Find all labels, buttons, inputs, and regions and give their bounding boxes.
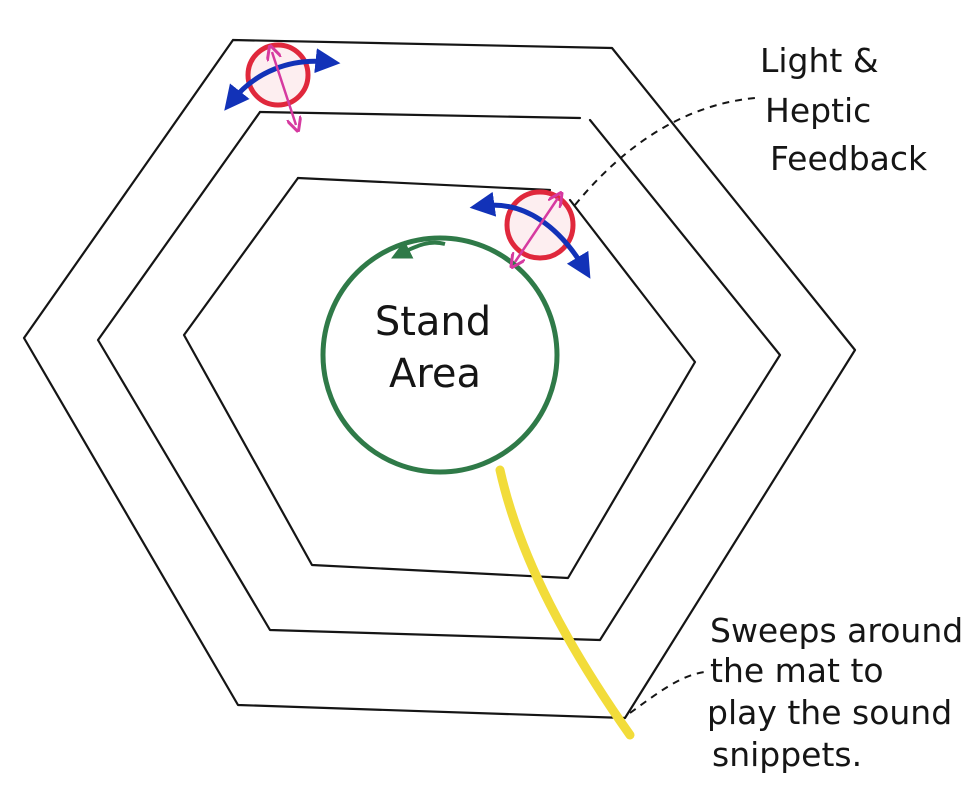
sweep-label-line1: Sweeps around <box>710 611 963 650</box>
sensor-marker-top <box>224 42 341 125</box>
sensor-marker-right <box>469 192 591 279</box>
stand-area-circle <box>320 235 560 475</box>
feedback-label-line1: Light & <box>760 41 879 80</box>
middle-track <box>96 110 782 642</box>
feedback-label-line2: Heptic <box>765 91 871 130</box>
sweep-label-line3: play the sound <box>707 693 952 732</box>
sweep-label-line4: snippets. <box>712 735 862 774</box>
leader-lines <box>574 97 756 714</box>
stand-label-line1: Stand <box>375 299 491 345</box>
sweep-arm <box>495 465 635 740</box>
feedback-label-line3: Feedback <box>770 139 928 178</box>
sweep-label-line2: the mat to <box>710 651 884 690</box>
outer-track <box>22 38 857 720</box>
inner-track <box>182 176 697 580</box>
stand-label-line2: Area <box>389 351 481 397</box>
